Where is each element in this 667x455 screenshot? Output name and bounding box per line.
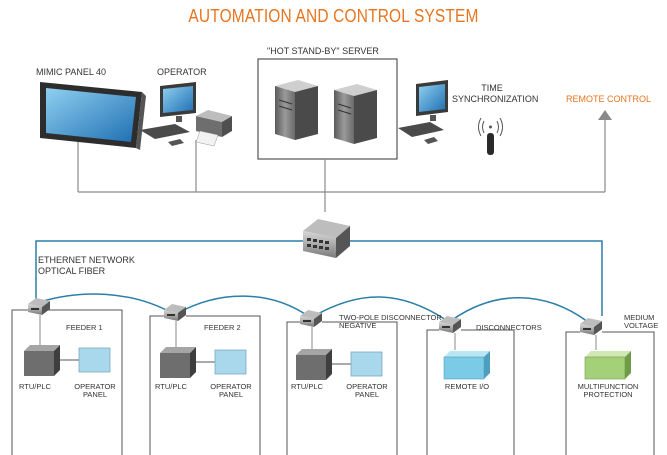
operator-workstation-icon [140,82,232,147]
operator-panel-label-3a: OPERATOR [346,382,388,391]
operator-panel-1-icon [78,347,111,373]
rtu-label-3: RTU/PLC [291,382,323,391]
rtu-plc-1-icon [24,345,60,376]
operator-panel-label-2a: OPERATOR [210,382,252,391]
bay-5-name-2: VOLTAGE [624,321,659,330]
operator-label: OPERATOR [157,67,207,77]
remote-io-icon [443,351,490,380]
bay-switch-5-icon [580,318,602,335]
bay-4-name: DISCONNECTORS [476,323,542,332]
operator-panel-label-1a: OPERATOR [74,382,116,391]
bay-drops [39,315,597,350]
rtu-label-2: RTU/PLC [155,382,187,391]
bay-3-name-2: NEGATIVE [339,321,377,330]
antenna-icon [478,117,503,155]
core-network-switch-icon [303,219,350,258]
time-sync-label-1: TIME [481,83,503,93]
mimic-panel-monitor-icon [40,82,146,150]
diagram-title: AUTOMATION AND CONTROL SYSTEM [188,6,479,26]
remote-io-label: REMOTE I/O [444,382,490,391]
server-rack-1-icon [275,80,318,140]
server-group-box [257,58,398,160]
operator-panel-label-3b: PANEL [354,390,380,399]
fiber-network [35,240,603,323]
bay-switch-3-icon [300,310,322,327]
operator-panel-2-icon [214,349,247,375]
server-rack-2-icon [334,84,377,144]
rtu-label-1: RTU/PLC [19,382,51,391]
management-bus [77,118,606,212]
bay-switch-4-icon [439,316,461,333]
time-sync-workstation-icon [398,80,448,144]
bay-1-name: FEEDER 1 [66,323,103,332]
rtu-plc-2-icon [160,347,196,378]
bay-3-name-1: TWO-POLE DISCONNECTOR [339,313,442,322]
remote-control-label: REMOTE CONTROL [566,94,652,104]
bay-switch-1-icon [28,298,50,315]
protection-label-2: PROTECTION [583,390,633,399]
ethernet-label-1: ETHERNET NETWORK [38,255,135,265]
operator-panel-label-2b: PANEL [218,390,244,399]
bay-boxes [11,309,655,455]
protection-label-1: MULTIFUNCTION [577,382,639,391]
remote-control-arrow [598,110,612,120]
operator-panel-3-icon [350,351,383,377]
multifunction-protection-icon [584,351,631,380]
bay-2-name: FEEDER 2 [204,323,241,332]
mimic-panel-label: MIMIC PANEL 40 [36,67,107,77]
rtu-plc-3-icon [296,349,332,380]
bay-switch-2-icon [164,304,186,321]
bay-5-name-1: MEDIUM [624,313,655,322]
ethernet-label-2: OPTICAL FIBER [38,266,106,276]
operator-panel-label-1b: PANEL [82,390,108,399]
server-label: "HOT STAND-BY" SERVER [267,46,379,56]
time-sync-label-2: SYNCHRONIZATION [452,94,539,104]
